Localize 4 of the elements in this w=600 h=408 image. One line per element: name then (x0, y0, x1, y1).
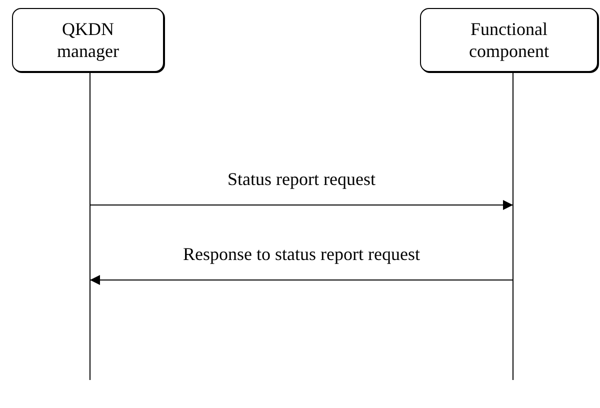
participant-box: QKDN manager (12, 8, 164, 72)
arrow (90, 275, 514, 285)
participant-box: Functional component (420, 8, 598, 72)
arrow (90, 200, 514, 210)
